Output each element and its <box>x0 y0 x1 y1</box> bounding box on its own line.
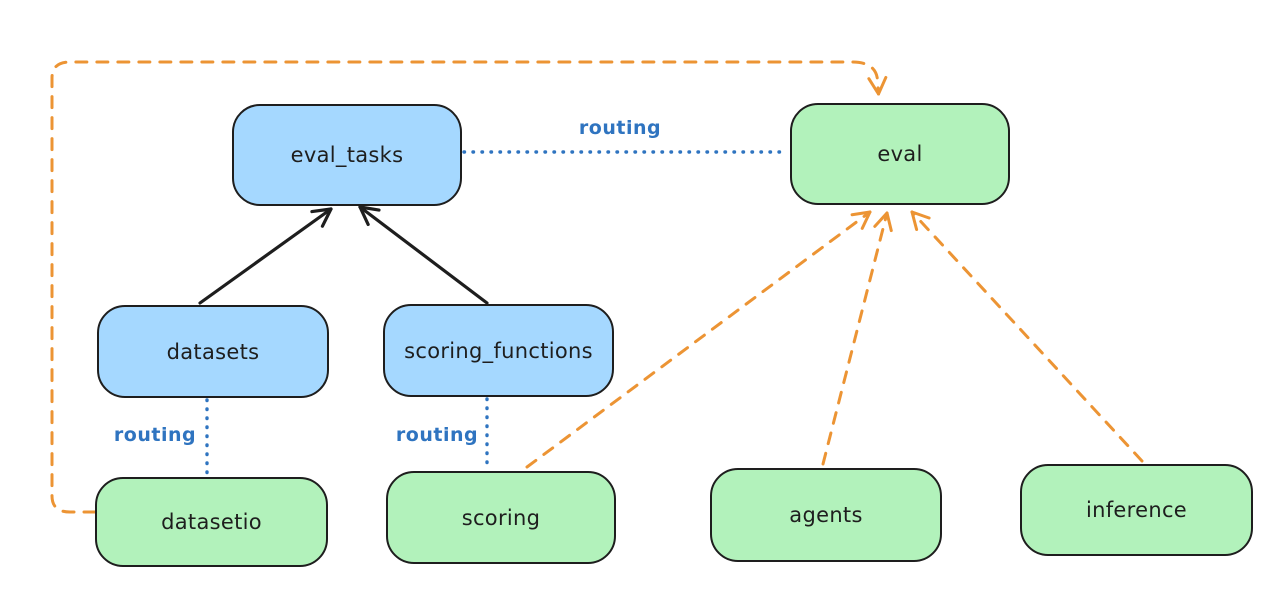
edge-inference-to-eval <box>910 210 1144 463</box>
node-eval-tasks: eval_tasks <box>232 104 462 206</box>
node-label: eval_tasks <box>290 143 404 167</box>
node-label: scoring_functions <box>404 338 593 363</box>
edge-agents-to-eval <box>821 211 893 466</box>
edge-scoring-functions-to-eval-tasks <box>358 205 489 305</box>
node-scoring-functions: scoring_functions <box>383 304 614 397</box>
node-scoring: scoring <box>386 471 616 564</box>
node-label: scoring <box>461 505 541 530</box>
node-agents: agents <box>710 468 942 562</box>
node-label: inference <box>1085 498 1188 522</box>
node-label: datasetio <box>161 510 262 534</box>
node-label: datasets <box>166 339 260 364</box>
routing-label-scoring-functions-scoring: routing <box>395 424 479 446</box>
edge-datasets-to-eval-tasks <box>198 207 333 305</box>
node-datasets: datasets <box>97 305 329 398</box>
routing-label-eval-tasks-eval: routing <box>578 117 662 139</box>
node-label: eval <box>877 142 923 166</box>
routing-label-datasets-datasetio: routing <box>113 424 197 446</box>
node-datasetio: datasetio <box>95 477 328 567</box>
node-eval: eval <box>790 103 1010 205</box>
node-label: agents <box>789 503 863 527</box>
node-inference: inference <box>1020 464 1253 556</box>
